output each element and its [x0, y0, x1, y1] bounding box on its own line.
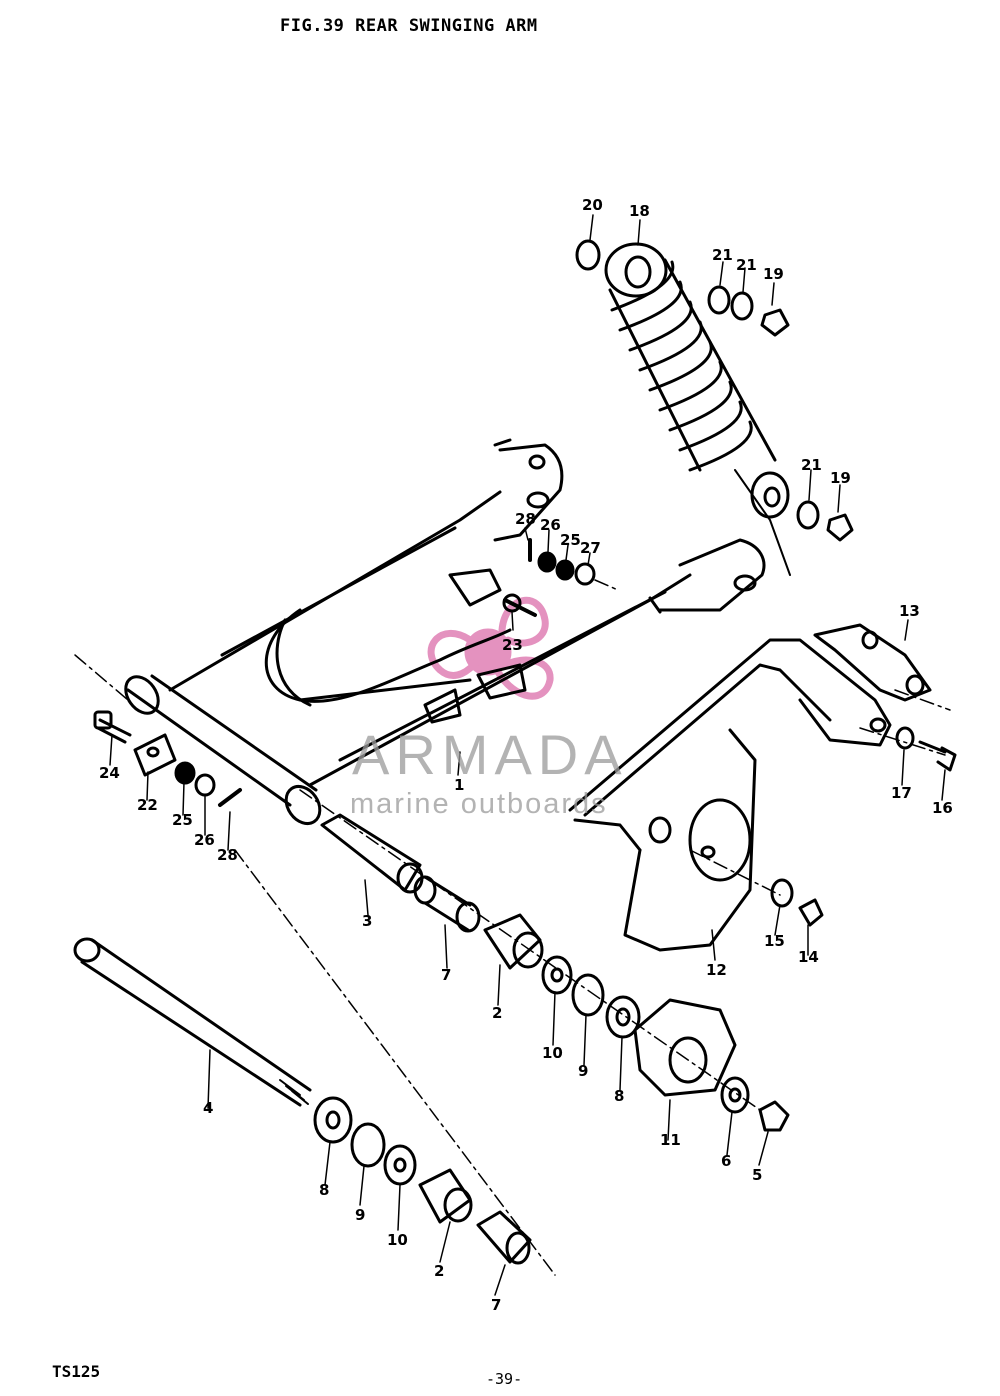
callout-20: 20: [582, 196, 603, 214]
callout-10-upper: 10: [542, 1044, 563, 1062]
callout-23: 23: [502, 636, 523, 654]
callout-11: 11: [660, 1131, 681, 1149]
callout-8-lower: 8: [319, 1181, 329, 1199]
callout-21-lower: 21: [801, 456, 822, 474]
callout-17: 17: [891, 784, 912, 802]
callout-2-upper: 2: [492, 1004, 502, 1022]
model-code: TS125: [52, 1362, 101, 1381]
callout-19-lower: 19: [830, 469, 851, 487]
rear-bracket: [568, 623, 932, 952]
callout-5: 5: [752, 1166, 762, 1184]
callout-25-upper: 25: [560, 531, 581, 549]
figure-title: FIG.39 REAR SWINGING ARM: [280, 16, 538, 36]
swinging-arm-body: [124, 438, 766, 826]
callout-28-lower: 28: [217, 846, 238, 864]
callout-7-upper: 7: [441, 966, 451, 984]
page-number: -39-: [486, 1370, 523, 1388]
callout-25-lower: 25: [172, 811, 193, 829]
callout-8-upper: 8: [614, 1087, 624, 1105]
callout-7-lower: 7: [491, 1296, 501, 1314]
callout-12: 12: [706, 961, 727, 979]
callout-19-top: 19: [763, 265, 784, 283]
callout-21-a: 21: [712, 246, 733, 264]
leader-lines: [109, 214, 946, 1296]
callout-9-upper: 9: [578, 1062, 588, 1080]
callout-13: 13: [899, 602, 920, 620]
callout-26-upper: 26: [540, 516, 561, 534]
callout-4: 4: [203, 1099, 213, 1117]
pivot-bolt: [73, 937, 312, 1107]
watermark-brand: ARMADA: [352, 723, 628, 786]
hardware-parts: [93, 239, 957, 1265]
assembly-lines: [74, 579, 951, 1276]
watermark-tagline: marine outboards: [350, 788, 608, 820]
callout-22: 22: [137, 796, 158, 814]
callout-10-lower: 10: [387, 1231, 408, 1249]
callout-21-b: 21: [736, 256, 757, 274]
callout-16: 16: [932, 799, 953, 817]
callout-28-upper: 28: [515, 510, 536, 528]
shock-absorber: [604, 242, 791, 576]
callout-24: 24: [99, 764, 120, 782]
callout-labels: 1 2 2 3 4 5 6 7 7 8 8 9 9 10 10 11 12 13…: [99, 196, 953, 1314]
callout-14: 14: [798, 948, 819, 966]
callout-3: 3: [362, 912, 372, 930]
callout-2-lower: 2: [434, 1262, 444, 1280]
callout-27: 27: [580, 539, 601, 557]
callout-9-lower: 9: [355, 1206, 365, 1224]
callout-1: 1: [454, 776, 464, 794]
callout-6: 6: [721, 1152, 731, 1170]
callout-15: 15: [764, 932, 785, 950]
callout-18: 18: [629, 202, 650, 220]
callout-26-lower: 26: [194, 831, 215, 849]
